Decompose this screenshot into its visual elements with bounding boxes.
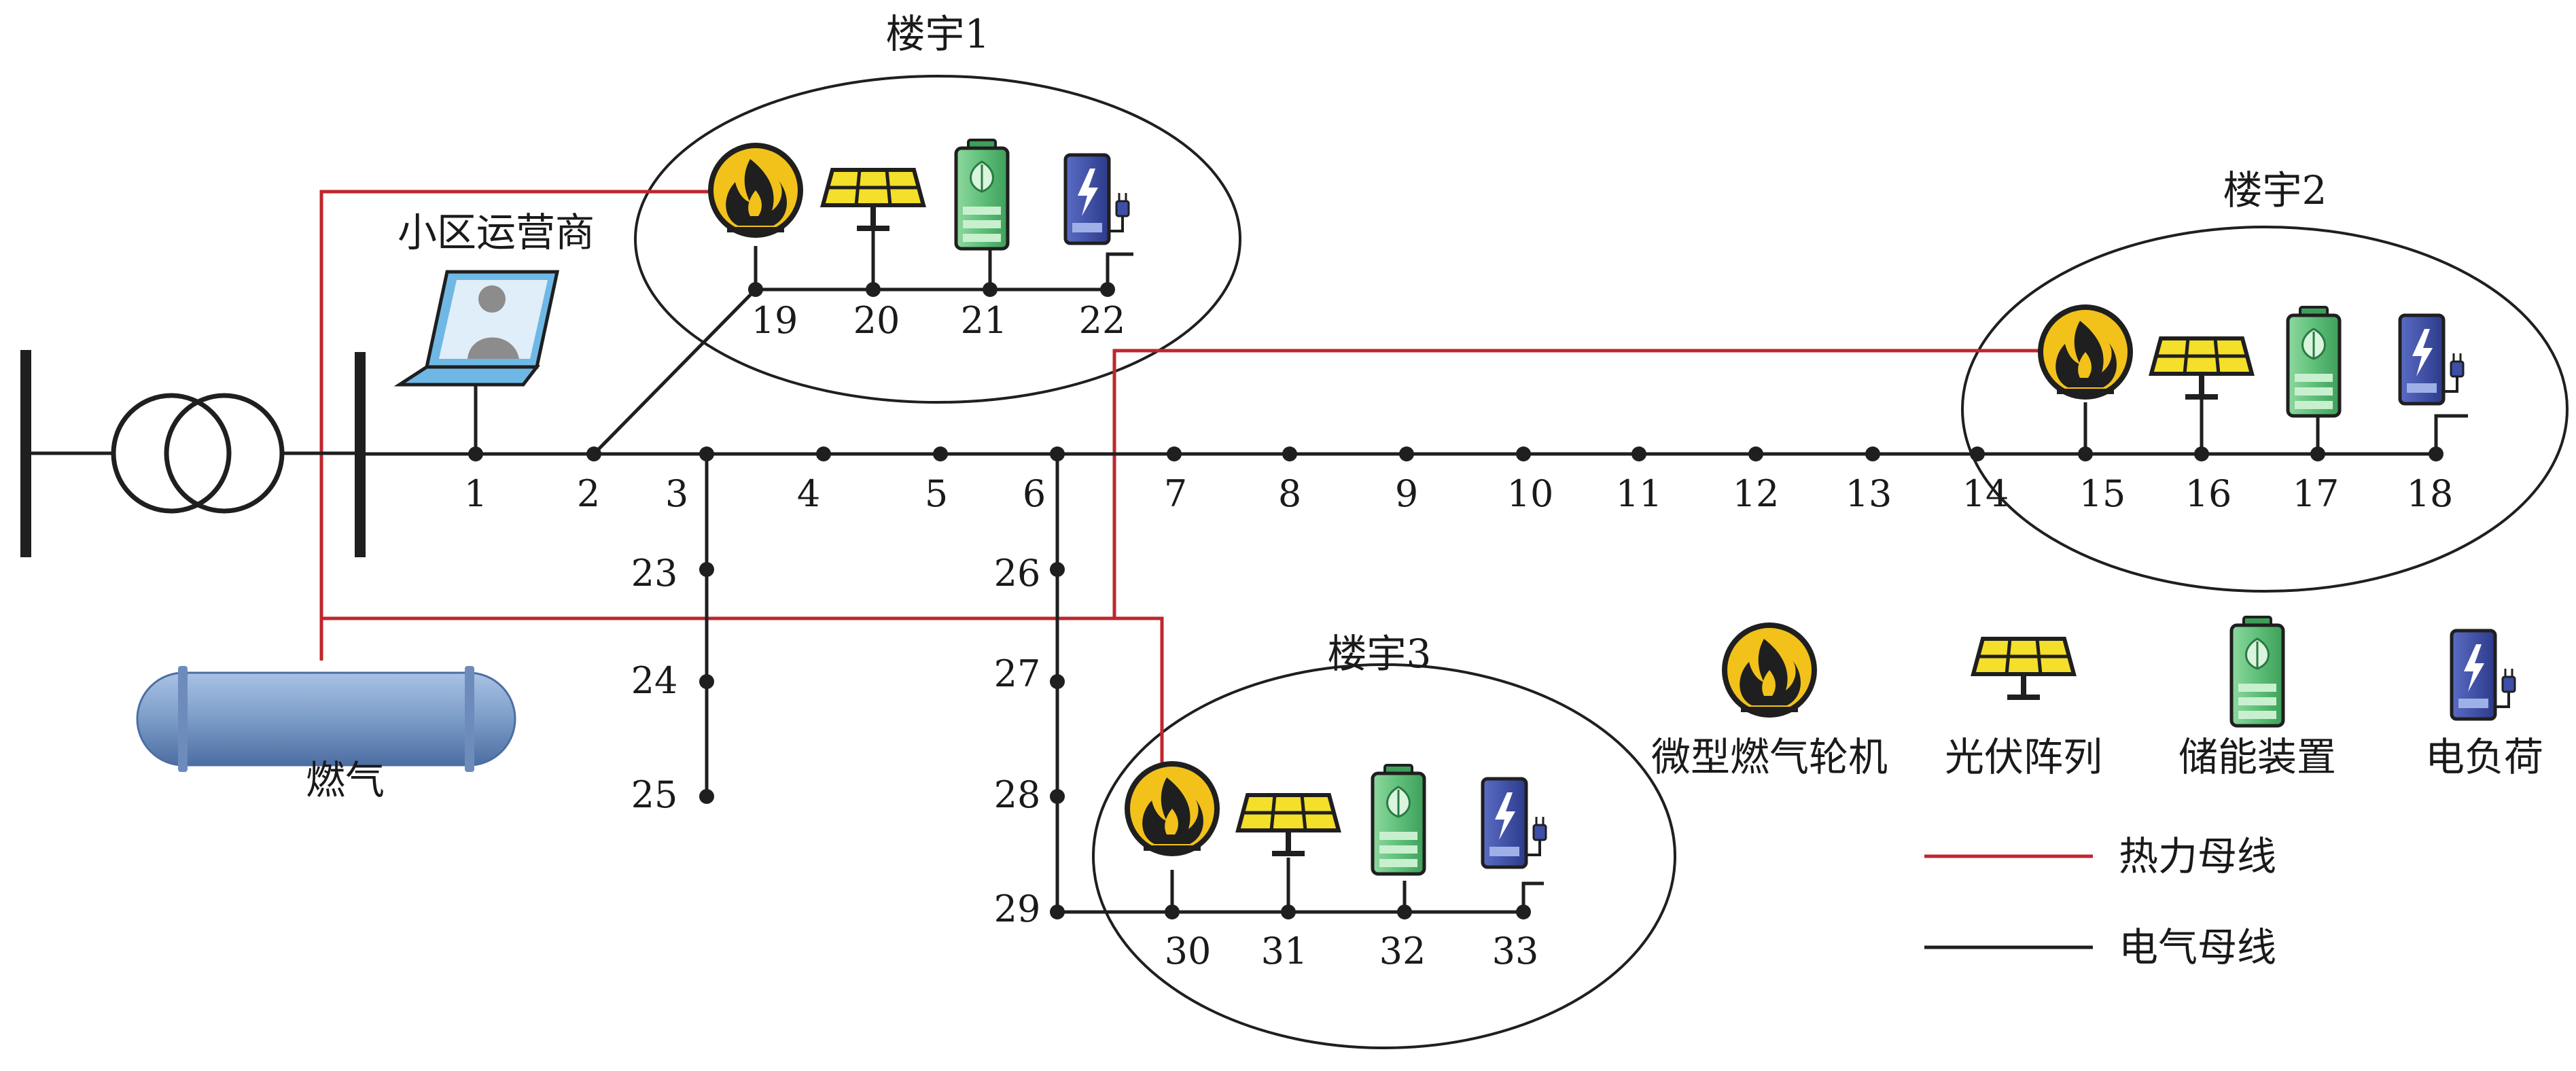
- legend-turbine-label: 微型燃气轮机: [1651, 734, 1888, 780]
- node-label: 26: [994, 552, 1041, 595]
- node-label: 18: [2407, 472, 2454, 515]
- gas-tank-icon: [136, 666, 516, 772]
- node-label: 29: [994, 888, 1041, 930]
- node-label: 3: [665, 472, 688, 515]
- solar-panel-icon: [823, 170, 923, 231]
- node-label: 19: [752, 299, 798, 342]
- node-label: 17: [2293, 472, 2340, 515]
- flame-icon: [1722, 622, 1817, 718]
- building-1-boundary: [634, 75, 1241, 404]
- legend-thermal-label: 热力母线: [2119, 833, 2276, 879]
- gas-label: 燃气: [306, 757, 385, 803]
- node-label: 14: [1962, 472, 2009, 515]
- power-load-icon: [2400, 315, 2463, 404]
- node-label: 12: [1733, 472, 1780, 515]
- node-label: 31: [1261, 930, 1308, 972]
- node-label: 23: [631, 552, 678, 595]
- node-label: 10: [1507, 472, 1554, 515]
- legend-load-label: 电负荷: [2425, 734, 2543, 780]
- node-label: 7: [1164, 472, 1187, 515]
- battery-icon: [2231, 617, 2283, 726]
- battery-icon: [1373, 765, 1424, 874]
- solar-panel-icon: [1973, 639, 2074, 700]
- node-label: 8: [1278, 472, 1301, 515]
- building-1-label: 楼宇1: [886, 11, 990, 57]
- operator-label: 小区运营商: [398, 209, 595, 256]
- node-label: 24: [631, 659, 678, 702]
- power-load-icon: [1065, 155, 1129, 243]
- building-3-label: 楼宇3: [1328, 631, 1432, 677]
- legend-pv-label: 光伏阵列: [1945, 734, 2102, 780]
- power-load-icon: [2452, 631, 2515, 719]
- flame-icon: [2038, 304, 2133, 400]
- building-3-boundary: [1092, 663, 1676, 1049]
- building-2-label: 楼宇2: [2223, 167, 2327, 213]
- legend: 微型燃气轮机 光伏阵列 储能装置 电负荷 热力母线 电气母线: [1651, 617, 2543, 970]
- node-label: 11: [1616, 472, 1663, 515]
- thermal-bus-lines: [319, 190, 2044, 762]
- solar-panel-icon: [1238, 795, 1339, 856]
- flame-icon: [1125, 761, 1220, 856]
- node-label: 13: [1846, 472, 1892, 515]
- node-label: 1: [464, 472, 487, 515]
- building-2-boundary: [1961, 226, 2569, 593]
- node-label: 16: [2185, 472, 2232, 515]
- legend-storage-label: 储能装置: [2178, 734, 2336, 780]
- node-label: 15: [2079, 472, 2126, 515]
- flame-icon: [708, 143, 803, 238]
- legend-electric-label: 电气母线: [2119, 924, 2276, 970]
- node-label: 20: [853, 299, 900, 342]
- transformer-icon: [111, 393, 285, 514]
- node-label: 6: [1023, 472, 1046, 515]
- node-label: 30: [1165, 930, 1212, 972]
- laptop-icon: [393, 270, 560, 387]
- node-label: 27: [994, 652, 1041, 695]
- node-label: 22: [1079, 299, 1126, 342]
- node-labels: 1 2 3 4 5 6 7 8 9 10 11 12 13 14 15 16 1…: [464, 299, 2454, 972]
- bus-node-dots: [468, 282, 2443, 919]
- power-load-icon: [1483, 779, 1546, 867]
- node-label: 28: [994, 773, 1041, 816]
- battery-icon: [956, 140, 1008, 249]
- node-label: 5: [925, 472, 948, 515]
- solar-panel-icon: [2151, 338, 2252, 400]
- node-label: 2: [577, 472, 600, 515]
- node-label: 25: [631, 773, 678, 816]
- node-label: 32: [1379, 930, 1426, 972]
- node-label: 33: [1492, 930, 1539, 972]
- battery-icon: [2288, 307, 2340, 416]
- node-label: 4: [797, 472, 820, 515]
- node-label: 21: [961, 299, 1008, 342]
- node-label: 9: [1395, 472, 1418, 515]
